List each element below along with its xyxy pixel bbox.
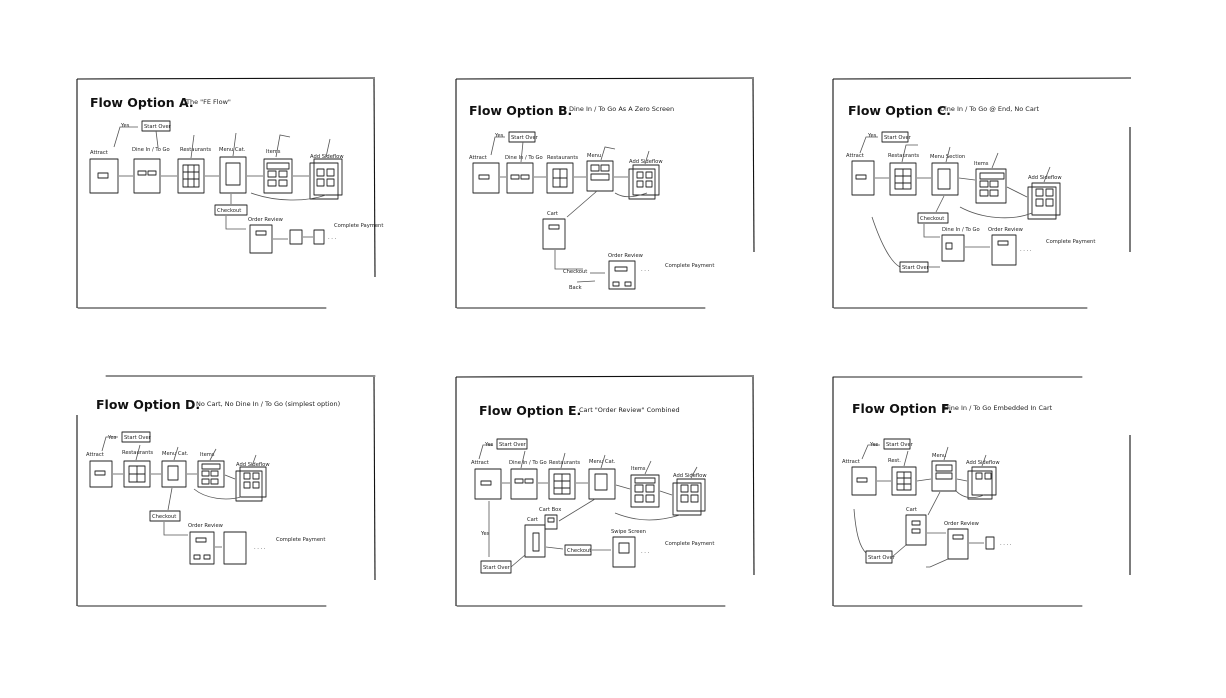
flow-title: Flow Option A. bbox=[90, 95, 194, 110]
screen-label-dine: Dine In / To Go bbox=[505, 155, 543, 161]
order-review-label: Order Review bbox=[608, 253, 644, 259]
screen-label-dine: Dine In / To Go bbox=[132, 147, 170, 153]
flow-title: Flow Option D. bbox=[96, 397, 200, 412]
flow-diagram-a: Flow Option A. The "FE Flow" Start Over … bbox=[76, 77, 376, 309]
flow-diagram-c: Flow Option C. Dine In / To Go @ End, No… bbox=[832, 77, 1132, 309]
ellipsis-label: . . . . bbox=[1020, 247, 1032, 253]
flow-subtitle: Dine In / To Go @ End, No Cart bbox=[940, 105, 1039, 113]
screen-label-restaurants: Restaurants bbox=[549, 460, 580, 466]
flow-diagram-e: Flow Option E. Cart "Order Review" Combi… bbox=[455, 375, 755, 607]
screen-label-items: Items bbox=[266, 149, 281, 155]
start-over-label: Start Over bbox=[144, 124, 172, 130]
screen-label-menu: Menu bbox=[932, 453, 946, 459]
sheet-flow-option-b: Flow Option B. Dine In / To Go As A Zero… bbox=[455, 77, 755, 309]
flow-title: Flow Option C. bbox=[848, 103, 951, 118]
flow-diagram-d: Flow Option D. No Cart, No Dine In / To … bbox=[76, 375, 376, 607]
checkout-label: Checkout bbox=[567, 548, 591, 554]
screen-label-dine: Dine In / To Go bbox=[509, 460, 547, 466]
complete-payment-label: Complete Payment bbox=[334, 223, 383, 229]
start-over-label: Start Over bbox=[124, 435, 152, 441]
complete-payment-label: Complete Payment bbox=[276, 537, 325, 543]
complete-payment-label: Complete Payment bbox=[1046, 239, 1095, 245]
sheet-flow-option-f: Flow Option F. Dine In / To Go Embedded … bbox=[832, 375, 1132, 607]
screen-label-attract: Attract bbox=[86, 452, 104, 458]
cart-label: Cart bbox=[527, 517, 538, 523]
yes-label: Yes bbox=[107, 435, 117, 441]
sheet-flow-option-d: Flow Option D. No Cart, No Dine In / To … bbox=[76, 375, 376, 607]
flow-diagram-b: Flow Option B. Dine In / To Go As A Zero… bbox=[455, 77, 755, 309]
screen-label-add-sideflow: Add Sideflow bbox=[673, 473, 707, 479]
complete-payment-label: Complete Payment bbox=[665, 541, 714, 547]
screen-label-menu-cat: Menu Cat. bbox=[219, 147, 246, 153]
flow-title: Flow Option E. bbox=[479, 403, 581, 418]
yes-bottom-label: Yes bbox=[480, 531, 490, 537]
sheet-flow-option-a: Flow Option A. The "FE Flow" Start Over … bbox=[76, 77, 376, 309]
yes-label: Yes bbox=[494, 133, 504, 139]
screen-label-restaurants: Restaurants bbox=[180, 147, 211, 153]
cart-label: Cart bbox=[906, 507, 917, 513]
cart-label: Cart bbox=[547, 211, 558, 217]
ellipsis-label: . . . . bbox=[254, 545, 266, 551]
start-over-label: Start Over bbox=[511, 135, 539, 141]
order-review-label: Order Review bbox=[248, 217, 284, 223]
start-over-bottom-label: Start Over bbox=[483, 565, 511, 571]
ellipsis-label: . . . bbox=[641, 549, 650, 555]
flow-title: Flow Option F. bbox=[852, 401, 952, 416]
start-over-label: Start Over bbox=[499, 442, 527, 448]
order-review-label: Order Review bbox=[188, 523, 224, 529]
screen-label-menu: Menu bbox=[587, 153, 601, 159]
checkout-label: Checkout bbox=[563, 269, 587, 275]
flow-subtitle: No Cart, No Dine In / To Go (simplest op… bbox=[196, 400, 340, 408]
flow-diagram-f: Flow Option F. Dine In / To Go Embedded … bbox=[832, 375, 1132, 607]
screen-label-items: Items bbox=[974, 161, 989, 167]
start-over-bottom-label: Start Over bbox=[902, 265, 930, 271]
complete-payment-label: Complete Payment bbox=[665, 263, 714, 269]
screen-label-attract: Attract bbox=[471, 460, 489, 466]
checkout-label: Checkout bbox=[920, 216, 944, 222]
flow-subtitle: Cart "Order Review" Combined bbox=[579, 406, 680, 414]
dine-in-label: Dine In / To Go bbox=[942, 227, 980, 233]
start-over-label: Start Over bbox=[884, 135, 912, 141]
screen-label-attract: Attract bbox=[90, 150, 108, 156]
flow-title: Flow Option B. bbox=[469, 103, 572, 118]
start-over-label: Start Over bbox=[886, 442, 914, 448]
flow-subtitle: Dine In / To Go Embedded In Cart bbox=[944, 404, 1053, 412]
screen-label-restaurants: Restaurants bbox=[547, 155, 578, 161]
screen-label-rest: Rest. bbox=[888, 458, 901, 464]
ellipsis-label: . . . bbox=[328, 235, 337, 241]
sheet-flow-option-c: Flow Option C. Dine In / To Go @ End, No… bbox=[832, 77, 1132, 309]
yes-label: Yes bbox=[867, 133, 877, 139]
screen-label-attract: Attract bbox=[842, 459, 860, 465]
screen-label-attract: Attract bbox=[846, 153, 864, 159]
swipe-screen-label: Swipe Screen bbox=[611, 529, 646, 535]
start-over-bottom-label: Start Over bbox=[868, 555, 896, 561]
cart-box-label: Cart Box bbox=[539, 507, 561, 513]
flow-subtitle: The "FE Flow" bbox=[185, 98, 231, 106]
checkout-label: Checkout bbox=[217, 208, 241, 214]
order-review-label: Order Review bbox=[988, 227, 1024, 233]
yes-label: Yes bbox=[120, 123, 130, 129]
back-label: Back bbox=[569, 285, 582, 291]
order-review-label: Order Review bbox=[944, 521, 980, 527]
ellipsis-label: . . . bbox=[641, 267, 650, 273]
checkout-label: Checkout bbox=[152, 514, 176, 520]
ellipsis-label: . . . . bbox=[1000, 541, 1012, 547]
sheet-flow-option-e: Flow Option E. Cart "Order Review" Combi… bbox=[455, 375, 755, 607]
screen-label-attract: Attract bbox=[469, 155, 487, 161]
screen-label-items: Items bbox=[631, 466, 646, 472]
flow-subtitle: Dine In / To Go As A Zero Screen bbox=[569, 105, 674, 113]
